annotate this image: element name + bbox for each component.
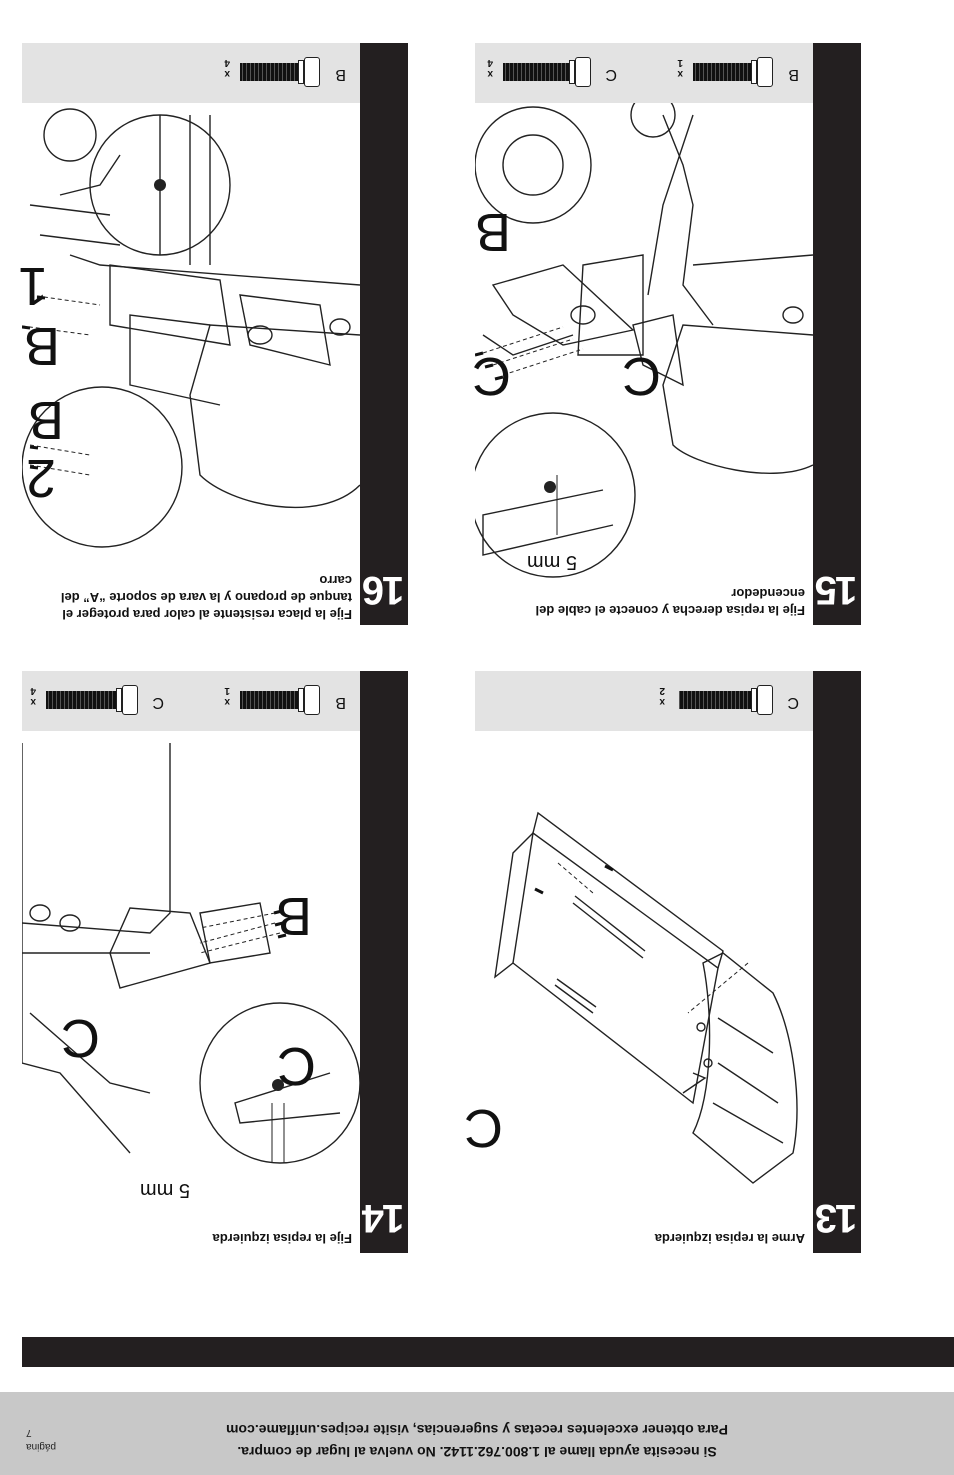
part-letter: C — [152, 694, 164, 711]
bolt-flange — [751, 60, 757, 84]
right-shelf-diagram — [470, 92, 814, 578]
hardware-panel: C x 2 — [475, 671, 813, 731]
part-letter: C — [605, 66, 617, 83]
step-13: 13 Arme la repisa izquierda — [464, 671, 861, 1253]
step-number: 15 — [816, 568, 858, 612]
part-letter: B — [335, 66, 346, 83]
callout-step-2: 2 — [25, 448, 56, 508]
step-number-bar: 16 — [360, 43, 408, 625]
left-shelf-attach-diagram — [21, 743, 361, 1164]
step-number: 14 — [363, 1196, 405, 1240]
footer-help: Si necesita ayuda llame al 1.800.762.114… — [0, 1419, 954, 1463]
bolt-icon — [304, 57, 320, 87]
step-title: Fije la repisa derecha y conecte el cabl… — [535, 586, 805, 618]
step-title: Arme la repisa izquierda — [654, 1231, 805, 1246]
section-divider-bar — [22, 1337, 954, 1367]
part-letter: C — [787, 694, 799, 711]
heat-shield-diagram — [14, 108, 361, 548]
callout-c: C — [464, 1098, 503, 1158]
bolt-thread — [503, 63, 569, 81]
bolt-flange — [298, 60, 304, 84]
callout-b: B — [23, 316, 60, 376]
part-qty: x 4 — [30, 685, 36, 707]
page-word: página — [26, 1441, 57, 1452]
page-number: 7 — [26, 1427, 32, 1438]
part-letter: B — [335, 694, 346, 711]
bolt-icon — [122, 685, 138, 715]
step-number-bar: 14 — [360, 671, 408, 1253]
part-qty: x 1 — [677, 57, 683, 79]
callout-b: B — [275, 886, 312, 946]
heat-shield-drawing: B 1 B 2 — [14, 103, 361, 585]
step-14: 14 Fije la repisa izquierda — [21, 671, 408, 1253]
callout-c: C — [472, 346, 511, 406]
bolt-icon — [757, 57, 773, 87]
callout-step-1: 1 — [17, 256, 48, 316]
bolt-icon — [757, 685, 773, 715]
callout-c: C — [622, 346, 661, 406]
callout-c: C — [277, 1036, 316, 1096]
page-label: página 7 — [26, 1425, 56, 1453]
dimension-label: 5 mm — [527, 551, 577, 573]
part-qty: x 1 — [224, 685, 230, 707]
step-title: Fije la repisa izquierda — [212, 1231, 352, 1246]
bolt-icon — [304, 685, 320, 715]
bolt-icon — [575, 57, 591, 87]
bolt-thread — [679, 691, 751, 709]
help-line: Si necesita ayuda llame al 1.800.762.114… — [237, 1444, 717, 1460]
shelf-assembly-drawing: C — [464, 731, 813, 1213]
shelf-attach-drawing: B C C 5 mm — [21, 731, 361, 1213]
callout-b: B — [474, 202, 511, 262]
bolt-thread — [240, 63, 298, 81]
part-qty: x 2 — [659, 685, 665, 707]
callout-b: B — [27, 390, 64, 450]
recipes-line: Para obtener excelentes recetas y sugere… — [226, 1422, 728, 1438]
part-qty: x 4 — [224, 57, 230, 79]
right-shelf-drawing: B C C 5 mm — [470, 92, 814, 585]
footer: Si necesita ayuda llame al 1.800.762.114… — [0, 1392, 954, 1475]
left-shelf-diagram — [494, 811, 798, 1184]
bolt-thread — [240, 691, 298, 709]
dimension-label: 5 mm — [140, 1179, 190, 1201]
callout-c: C — [61, 1008, 100, 1068]
step-number-bar: 15 — [813, 43, 861, 625]
bolt-thread — [693, 63, 751, 81]
step-number-bar: 13 — [813, 671, 861, 1253]
step-number: 13 — [816, 1196, 858, 1240]
hardware-panel: B x 1 C x 4 — [475, 43, 813, 103]
part-qty: x 4 — [487, 57, 493, 79]
bolt-flange — [116, 688, 122, 712]
step-16: 16 Fije la placa resistente al calor par… — [14, 43, 408, 625]
step-15: 15 Fije la repisa derecha y conecte el c… — [470, 43, 861, 625]
hardware-panel: B x 4 — [22, 43, 360, 103]
bolt-flange — [751, 688, 757, 712]
bolt-thread — [46, 691, 116, 709]
part-letter: B — [788, 66, 799, 83]
hardware-panel: B x 1 C x 4 — [22, 671, 360, 731]
bolt-flange — [298, 688, 304, 712]
bolt-flange — [569, 60, 575, 84]
step-number: 16 — [363, 568, 405, 612]
